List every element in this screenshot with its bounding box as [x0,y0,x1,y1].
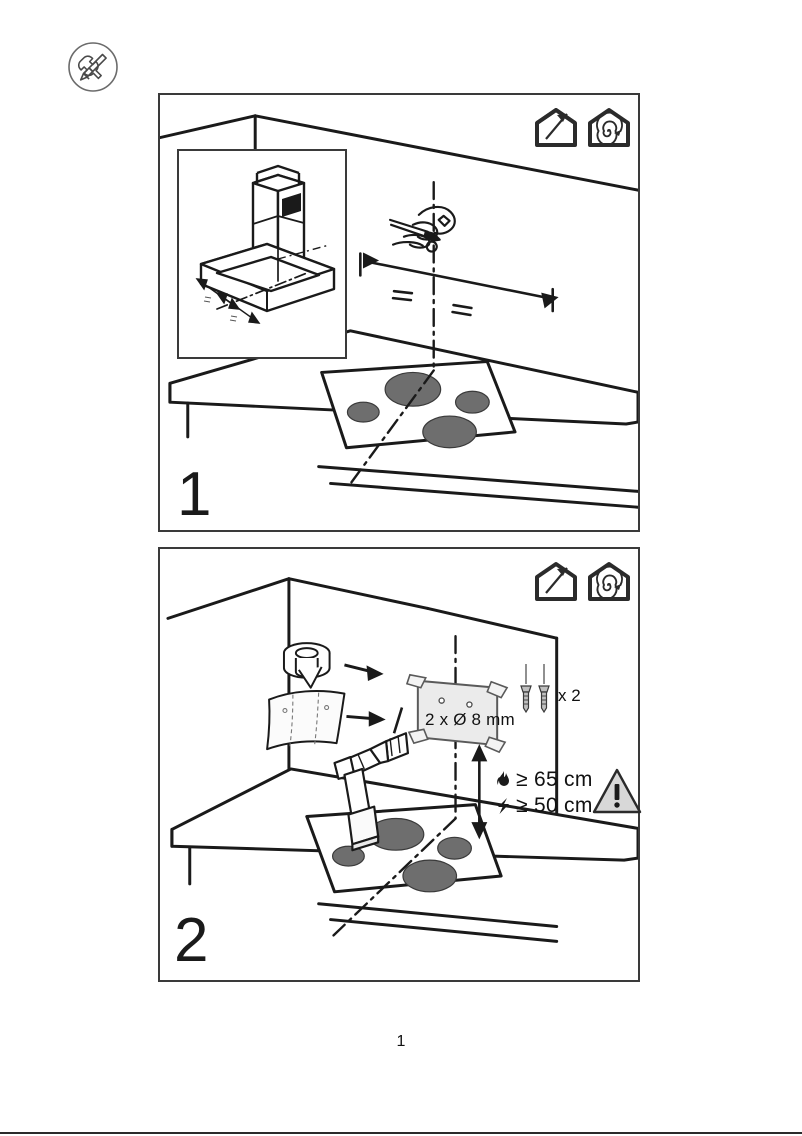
page-bottom-rule [0,1132,802,1134]
ducted-exhaust-house-icon [533,558,579,604]
flame-icon [496,770,511,790]
mode-icons-step-1 [533,104,632,150]
ducted-exhaust-house-icon [533,104,579,150]
fasteners-icon [518,662,556,714]
step-2-panel: 2 [158,547,640,982]
lightning-icon [496,796,511,816]
recirculation-house-icon [586,558,632,604]
step-2-illustration [166,577,638,943]
step-number-2: 2 [174,906,208,975]
minimum-clearance-callouts: ≥ 65 cm ≥ 50 cm [496,767,593,818]
fastener-quantity-label: x 2 [558,686,581,705]
recirculation-house-icon [586,104,632,150]
mode-icons-step-2 [533,558,632,604]
page-number: 1 [396,1033,406,1050]
clearance-gas-text: ≥ 65 cm [516,767,593,791]
tools-icon [67,41,119,93]
clearance-row-electric: ≥ 50 cm [496,793,593,818]
clearance-row-gas: ≥ 65 cm [496,767,593,792]
warning-triangle-icon [592,767,642,815]
hood-detail-inset [177,149,347,359]
hood-centering-diagram [195,164,336,324]
step-number-1: 1 [177,460,211,529]
drill-template-label: 2 x Ø 8 mm [425,710,515,729]
clearance-electric-text: ≥ 50 cm [516,793,593,817]
